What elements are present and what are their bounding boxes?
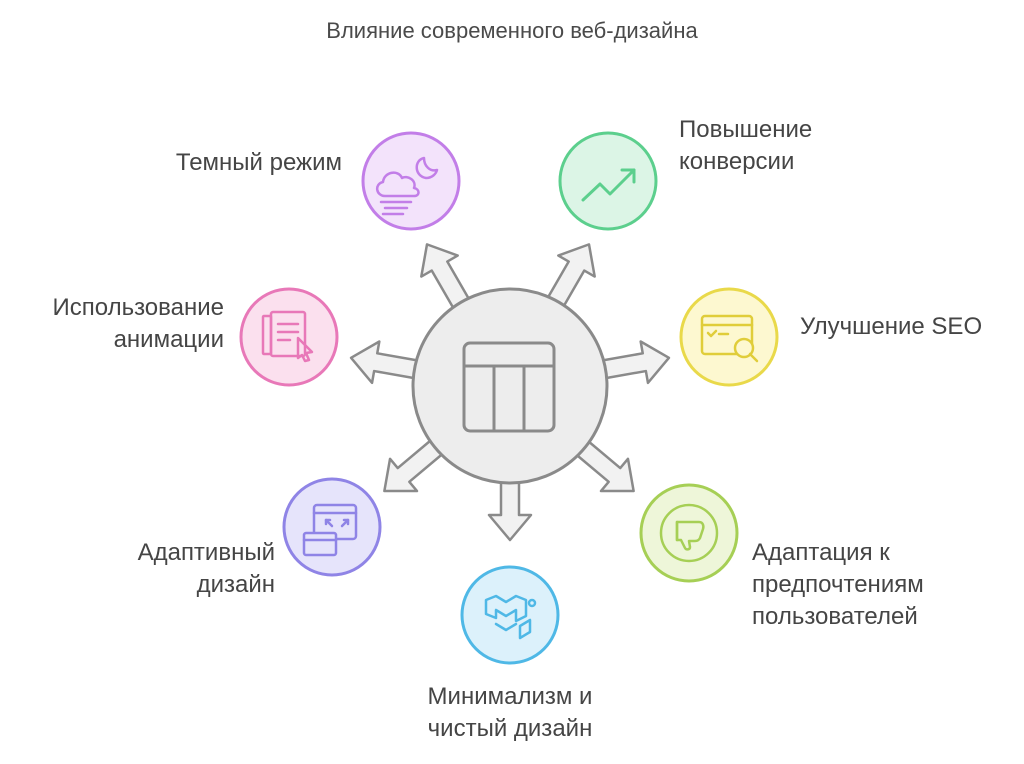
node-minimalism bbox=[460, 565, 560, 665]
arrow-to-conversion bbox=[544, 243, 596, 311]
page-title: Влияние современного веб-дизайна bbox=[326, 18, 698, 43]
arrow-to-animation bbox=[349, 340, 423, 385]
material-logo-icon bbox=[484, 594, 537, 640]
thumbs-down-icon bbox=[675, 520, 705, 551]
arrow-to-dark-mode bbox=[420, 243, 472, 311]
node-dark-mode bbox=[361, 131, 461, 231]
browser-search-icon bbox=[700, 314, 759, 363]
node-animation bbox=[239, 287, 339, 387]
label-animation: Использование анимации bbox=[52, 294, 225, 353]
node-adaptive bbox=[282, 477, 382, 577]
node-conversion bbox=[558, 131, 658, 231]
arrow-to-seo bbox=[597, 340, 671, 385]
node-preferences bbox=[639, 483, 739, 583]
arrow-to-preferences bbox=[572, 437, 635, 493]
label-minimalism: Минимализм и чистый дизайн bbox=[427, 683, 593, 742]
label-preferences: Адаптация к предпочтениям пользователей bbox=[752, 539, 924, 630]
label-seo: Улучшение SEO bbox=[800, 313, 983, 340]
table-layout-icon bbox=[462, 341, 556, 433]
label-conversion: Повышение конверсии bbox=[679, 116, 813, 175]
trend-up-icon bbox=[581, 168, 636, 202]
cloud-moon-icon bbox=[376, 156, 439, 216]
document-cursor-icon bbox=[261, 310, 314, 363]
node-seo bbox=[679, 287, 779, 387]
label-adaptive: Адаптивный дизайн bbox=[137, 539, 275, 598]
responsive-window-icon bbox=[302, 503, 358, 557]
central-hub bbox=[411, 287, 609, 485]
arrows bbox=[349, 243, 671, 542]
arrow-to-adaptive bbox=[383, 437, 446, 493]
label-dark-mode: Темный режим bbox=[175, 149, 342, 176]
